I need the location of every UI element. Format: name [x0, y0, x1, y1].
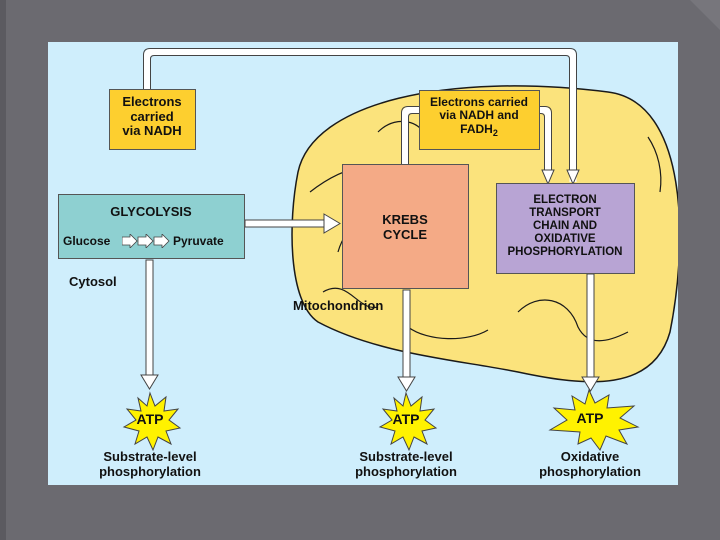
atp-caption-3: Oxidative phosphorylation	[522, 449, 658, 479]
electrons-nadh-line1: Electrons	[122, 94, 182, 109]
etc-box: ELECTRON TRANSPORT CHAIN AND OXIDATIVE P…	[496, 183, 635, 274]
arrow-nadh-to-etc	[143, 48, 580, 186]
atp-label-2: ATP	[392, 411, 420, 427]
atp-caption-3-line2: phosphorylation	[539, 463, 641, 479]
atp-burst-2	[378, 391, 438, 452]
krebs-cycle-box: KREBS CYCLE	[342, 164, 469, 289]
atp-caption-1: Substrate-level phosphorylation	[82, 449, 218, 479]
electrons-nadh-fadh-line2: via NADH and	[439, 108, 519, 123]
krebs-line2: CYCLE	[382, 226, 428, 242]
metabolism-diagram: Electrons carried via NADH Electrons car…	[48, 42, 678, 485]
atp-label-1: ATP	[136, 411, 164, 427]
diagram-graphics	[122, 48, 678, 452]
electrons-nadh-fadh-line3: FADH	[460, 121, 493, 136]
electrons-nadh-line3: via NADH	[122, 123, 182, 139]
atp-caption-3-line1: Oxidative	[560, 449, 620, 464]
etc-line1: ELECTRON	[533, 194, 597, 206]
arrow-etc-to-atp	[581, 273, 600, 392]
etc-line3: CHAIN AND	[532, 219, 598, 232]
atp-label-3: ATP	[576, 410, 604, 426]
glycolysis-arrows	[122, 234, 170, 248]
atp-burst-1	[122, 391, 182, 452]
fadh-subscript: 2	[492, 127, 498, 138]
glycolysis-box: GLYCOLYSIS Glucose Pyruvate	[58, 194, 245, 259]
mitochondrion-label: Mitochondrion	[293, 298, 384, 313]
cytosol-label: Cytosol	[69, 274, 117, 289]
atp-caption-1-line1: Substrate-level	[103, 449, 197, 464]
etc-line5: PHOSPHORYLATION	[507, 245, 623, 258]
etc-line4: OXIDATIVE	[534, 232, 596, 245]
electrons-nadh-box: Electrons carried via NADH	[109, 89, 196, 150]
arrow-krebs-to-atp	[397, 289, 416, 392]
atp-caption-2-line1: Substrate-level	[359, 449, 453, 464]
krebs-line1: KREBS	[382, 212, 428, 227]
electrons-nadh-fadh-box: Electrons carried via NADH and FADH2	[419, 90, 540, 150]
atp-burst-3	[548, 388, 640, 451]
arrow-glycolysis-to-krebs	[244, 213, 341, 234]
glycolysis-from: Glucose	[63, 234, 111, 248]
etc-line2: TRANSPORT	[529, 206, 601, 219]
atp-caption-2: Substrate-level phosphorylation	[338, 449, 474, 479]
mitochondrion-shape	[291, 85, 678, 383]
glycolysis-title: GLYCOLYSIS	[110, 204, 192, 219]
atp-caption-1-line2: phosphorylation	[99, 463, 201, 479]
electrons-nadh-fadh-line1: Electrons carried	[429, 95, 529, 109]
atp-caption-2-line2: phosphorylation	[355, 463, 457, 479]
glycolysis-to: Pyruvate	[173, 234, 224, 248]
electrons-nadh-line2: carried	[130, 108, 174, 124]
arrow-glycolysis-to-atp	[140, 259, 159, 390]
